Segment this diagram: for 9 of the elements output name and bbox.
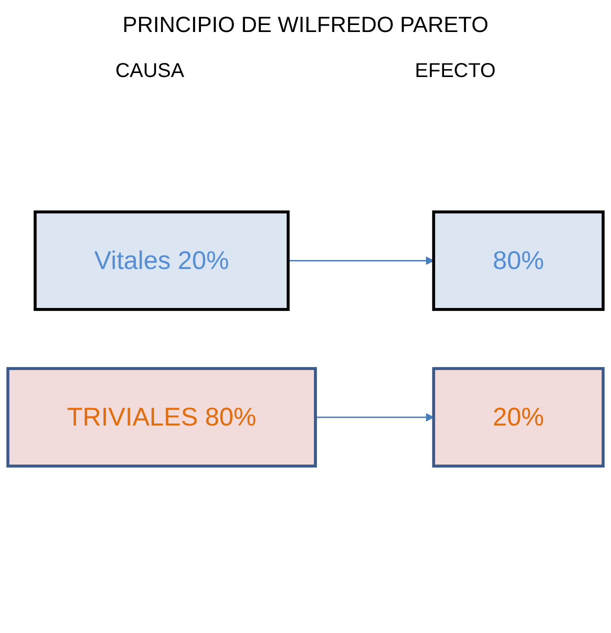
arrow (288, 256, 434, 266)
node-box: 80% (432, 210, 605, 311)
arrow (315, 412, 434, 422)
column-heading: CAUSA (115, 60, 184, 83)
node-box: Vitales 20% (34, 210, 290, 311)
title: PRINCIPIO DE WILFREDO PARETO (122, 12, 490, 38)
column-heading: EFECTO (414, 60, 496, 83)
node-box: TRIVIALES 80% (6, 367, 317, 468)
node-box: 20% (432, 367, 605, 468)
